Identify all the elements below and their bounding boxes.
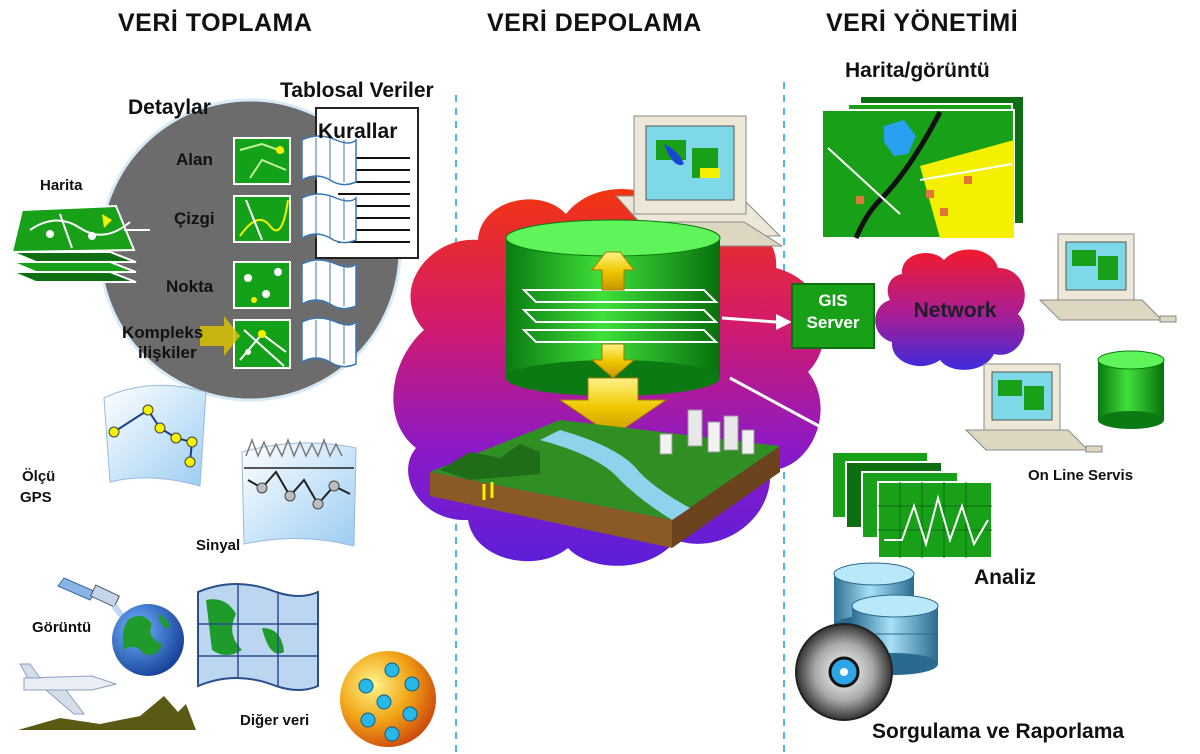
- landscape-model-icon: [430, 409, 780, 548]
- gis-server-label-1: GIS: [818, 291, 848, 310]
- map-grid-sheet-icon: [197, 583, 319, 691]
- analysis-label: Analiz: [974, 566, 1036, 589]
- gis-server-box: [791, 283, 875, 349]
- cd-disc-icon: [795, 623, 893, 721]
- query-report-label: Sorgulama ve Raporlama: [872, 720, 1125, 743]
- point-label: Nokta: [166, 277, 214, 296]
- analysis-charts-icon: [831, 451, 993, 559]
- signal-chart-icon: [241, 437, 357, 547]
- online-service-label: On Line Servis: [1028, 467, 1134, 484]
- other-data-ball-icon: [340, 651, 436, 747]
- header-data-storage: VERİ DEPOLAMA: [487, 9, 702, 37]
- area-label: Alan: [176, 150, 213, 169]
- online-computer-icon: [1038, 233, 1177, 323]
- complex-label-2: ilişkiler: [138, 343, 197, 362]
- map-image-stack-icon: [821, 95, 1025, 241]
- network-cloud: [875, 249, 1025, 370]
- gis-server-label-2: Server: [806, 313, 860, 332]
- header-data-management: VERİ YÖNETİMİ: [826, 9, 1019, 37]
- line-tile-icon: [233, 195, 291, 243]
- network-label: Network: [913, 299, 997, 322]
- airplane-icon: [19, 663, 118, 715]
- header-data-collection: VERİ TOPLAMA: [118, 9, 313, 37]
- complex-label-1: Kompleks: [122, 323, 204, 342]
- complex-arrow-icon: [200, 316, 240, 356]
- tabular-data-label: Tablosal Veriler: [280, 79, 434, 102]
- signal-label: Sinyal: [196, 537, 241, 554]
- line-label: Çizgi: [174, 209, 215, 228]
- complex-tile-icon: [233, 319, 291, 369]
- online-database-icon: [1097, 350, 1165, 429]
- image-label: Görüntü: [32, 619, 92, 636]
- point-tile-icon: [233, 261, 291, 309]
- map-image-label: Harita/görüntü: [845, 59, 990, 82]
- map-label: Harita: [40, 177, 83, 194]
- gps-track-icon: [103, 384, 207, 487]
- details-title: Detaylar: [128, 96, 211, 119]
- area-tile-icon: [233, 137, 291, 185]
- map-stack-icon: [10, 204, 137, 283]
- other-data-label: Diğer veri: [240, 712, 310, 729]
- gps-label-2: GPS: [20, 489, 52, 506]
- service-computer-icon: [964, 363, 1103, 453]
- terrain-icon: [18, 696, 196, 730]
- rules-label: Kurallar: [318, 120, 398, 143]
- gps-label-1: Ölçü: [22, 468, 56, 485]
- storage-down-arrow-icon: [558, 377, 668, 437]
- database-cylinder-icon: [505, 219, 721, 396]
